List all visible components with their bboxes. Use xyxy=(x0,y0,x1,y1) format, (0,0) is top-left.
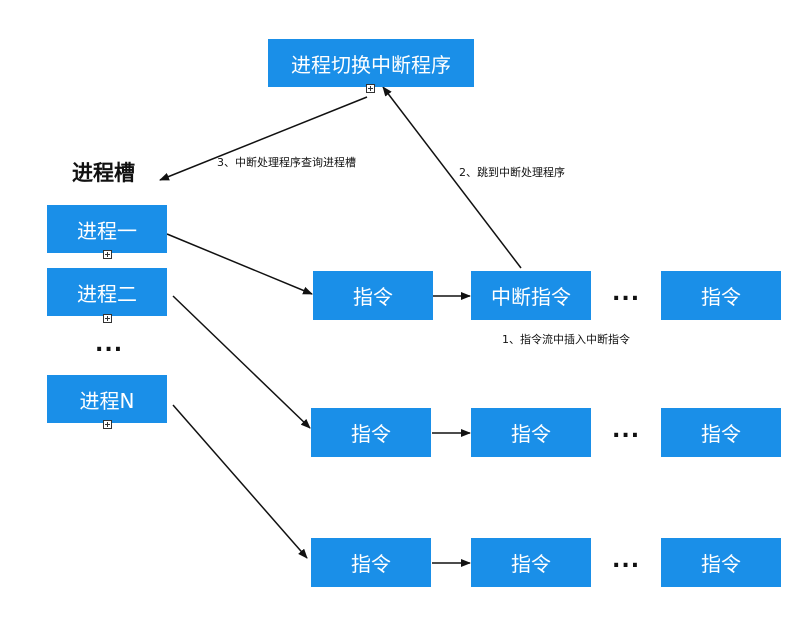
instruction-box: 指令 xyxy=(311,408,431,457)
arrow-process2-to-row2 xyxy=(172,295,311,429)
interrupt-routine-box: 进程切换中断程序 xyxy=(268,39,474,87)
expand-marker-icon xyxy=(366,84,375,93)
process-label-2: 进程二 xyxy=(77,281,137,306)
interrupt-instruction-label: 中断指令 xyxy=(491,285,571,309)
instruction-label: 指令 xyxy=(511,422,551,446)
annotation-step3: 3、中断处理程序查询进程槽 xyxy=(217,156,356,169)
arrow-process1-to-row1 xyxy=(166,233,313,295)
process-label-1: 进程一 xyxy=(77,218,137,243)
instruction-label: 指令 xyxy=(511,552,551,576)
instruction-label: 指令 xyxy=(701,285,741,309)
arrow-routine-to-table xyxy=(159,96,368,181)
interrupt-routine-label: 进程切换中断程序 xyxy=(291,52,451,77)
row-ellipsis: ... xyxy=(612,281,641,306)
instruction-label: 指令 xyxy=(353,285,393,309)
interrupt-instruction-box: 中断指令 xyxy=(471,271,591,320)
expand-marker-icon xyxy=(103,314,112,323)
instruction-label: 指令 xyxy=(701,422,741,446)
arrow-interrupt-to-routine xyxy=(382,86,522,269)
process-ellipsis: ... xyxy=(95,332,124,357)
row-ellipsis: ... xyxy=(612,548,641,573)
process-label-n: 进程N xyxy=(79,388,135,413)
instruction-label: 指令 xyxy=(701,552,741,576)
annotation-step2: 2、跳到中断处理程序 xyxy=(459,166,565,179)
expand-marker-icon xyxy=(103,250,112,259)
instruction-box: 指令 xyxy=(311,538,431,587)
expand-marker-icon xyxy=(103,420,112,429)
instruction-box: 指令 xyxy=(661,538,781,587)
instruction-box: 指令 xyxy=(313,271,433,320)
process-box-n: 进程N xyxy=(47,375,167,423)
process-table-title: 进程槽 xyxy=(72,161,135,185)
annotation-step1: 1、指令流中插入中断指令 xyxy=(502,333,630,346)
process-box-2: 进程二 xyxy=(47,268,167,316)
instruction-box: 指令 xyxy=(661,408,781,457)
process-box-1: 进程一 xyxy=(47,205,167,253)
instruction-box: 指令 xyxy=(471,538,591,587)
instruction-label: 指令 xyxy=(351,422,391,446)
arrow-processN-to-row3 xyxy=(172,404,308,559)
instruction-box: 指令 xyxy=(661,271,781,320)
instruction-box: 指令 xyxy=(471,408,591,457)
instruction-label: 指令 xyxy=(351,552,391,576)
row-ellipsis: ... xyxy=(612,418,641,443)
